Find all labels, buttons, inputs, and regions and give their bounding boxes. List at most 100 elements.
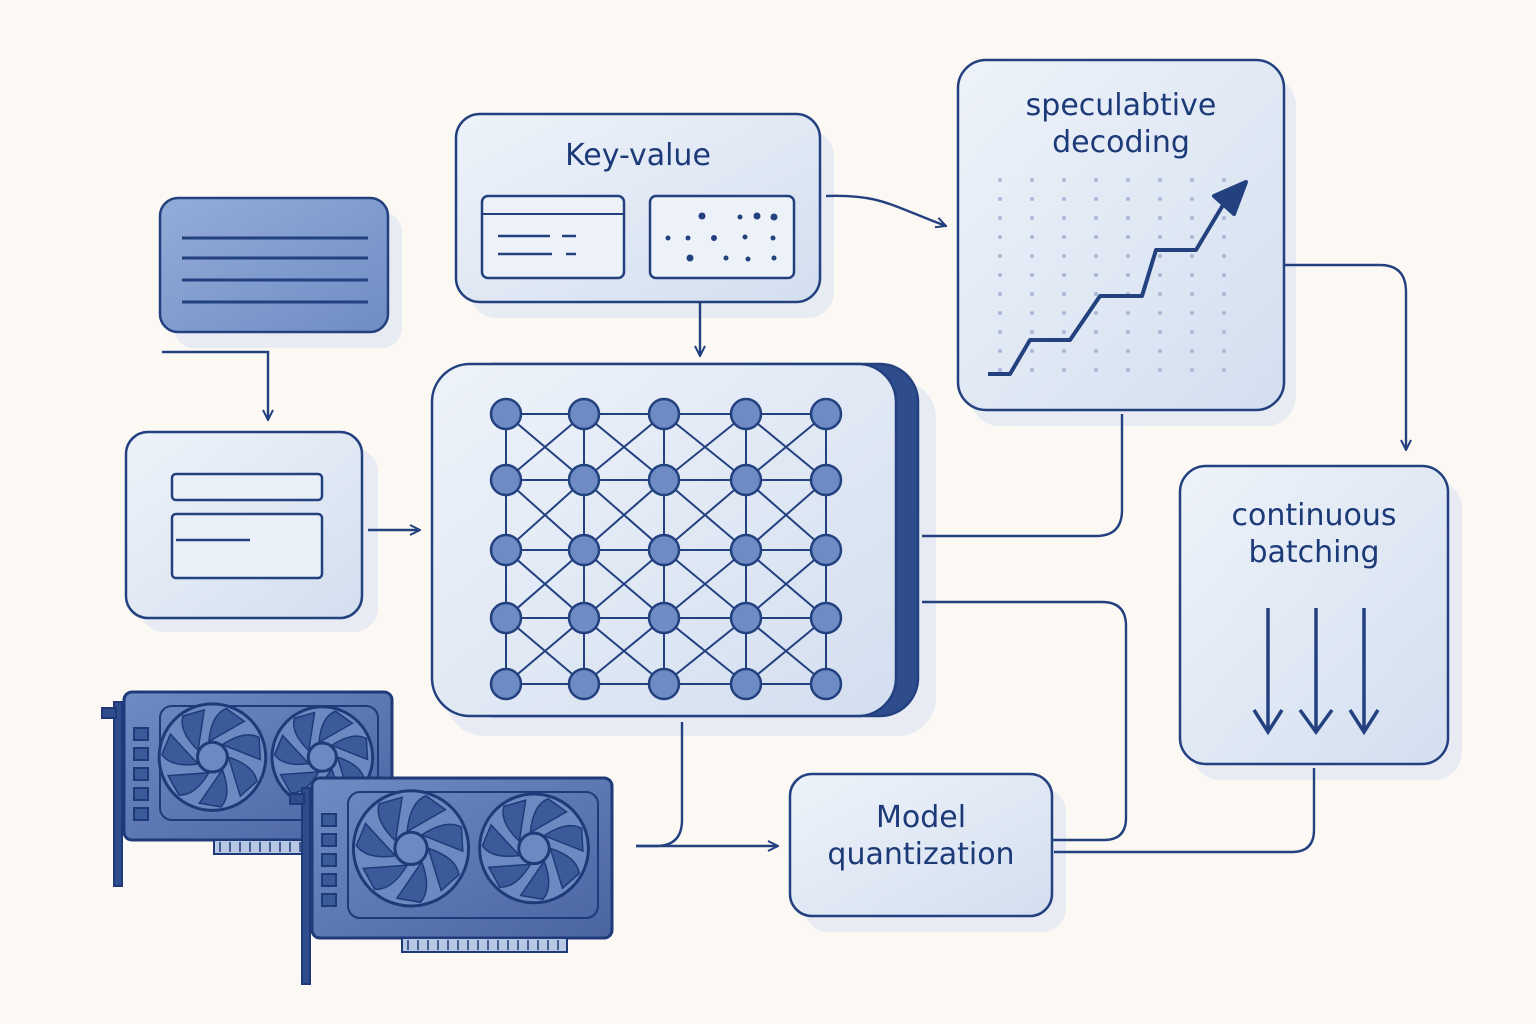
network-edge (505, 413, 585, 481)
grid-dot (1222, 273, 1226, 277)
model-quantization-panel (788, 772, 1054, 918)
grid-dot (998, 254, 1002, 258)
grid-dot (1062, 216, 1066, 220)
document-panel (158, 196, 390, 334)
grid-dot (1190, 254, 1194, 258)
grid-dot (1030, 292, 1034, 296)
speculative-decoding-line-1: speculabtive (1025, 88, 1217, 123)
grid-dot (1062, 254, 1066, 258)
network-edge (663, 413, 747, 481)
grid-dot (1158, 330, 1162, 334)
grid-dot (1158, 254, 1162, 258)
document-icon (182, 236, 368, 304)
grid-dot (1222, 178, 1226, 182)
grid-dot (1062, 197, 1066, 201)
connector-speculative-to-network (922, 414, 1124, 538)
connector-network-to-gpu (636, 722, 684, 848)
grid-dot (1190, 292, 1194, 296)
form-panel (124, 430, 364, 620)
kv-key-list-icon (480, 194, 626, 280)
grid-dot (1158, 235, 1162, 239)
grid-dot (1190, 216, 1194, 220)
grid-dot (998, 197, 1002, 201)
grid-dot (1094, 349, 1098, 353)
connectors (162, 194, 1406, 854)
grid-dot (1190, 349, 1194, 353)
grid-dot (1190, 273, 1194, 277)
network-node (489, 533, 523, 567)
kv-value-dots-icon (648, 194, 796, 280)
grid-dot (1126, 349, 1130, 353)
grid-dot (1190, 235, 1194, 239)
grid-dot (1030, 330, 1034, 334)
grid-dot (1158, 178, 1162, 182)
grid-dot (1158, 311, 1162, 315)
network-edge (745, 479, 827, 551)
network-node (809, 667, 843, 701)
chart-dot-grid (998, 178, 1226, 372)
grid-dot (1222, 311, 1226, 315)
grid-dot (1126, 330, 1130, 334)
down-arrows-icon (1252, 608, 1380, 736)
network-node (809, 463, 843, 497)
network-node (647, 463, 681, 497)
continuous-batching-line-1: continuous (1231, 498, 1397, 533)
grid-dot (1126, 368, 1130, 372)
grid-dot (1126, 311, 1130, 315)
grid-dot (1094, 311, 1098, 315)
grid-dot (998, 311, 1002, 315)
grid-dot (1030, 273, 1034, 277)
grid-dot (1158, 197, 1162, 201)
grid-dot (1158, 349, 1162, 353)
grid-dot (1126, 197, 1130, 201)
speculative-decoding-panel (956, 58, 1286, 412)
kv-cache-label-text: Key-value (565, 138, 711, 173)
grid-dot (1222, 292, 1226, 296)
network-node (489, 667, 523, 701)
grid-dot (1030, 178, 1034, 182)
grid-dot (1030, 216, 1034, 220)
grid-dot (1158, 292, 1162, 296)
grid-dot (1094, 216, 1098, 220)
grid-dot (1222, 216, 1226, 220)
model-quantization-label: Model quantization (790, 800, 1052, 873)
grid-dot (998, 292, 1002, 296)
grid-dot (998, 273, 1002, 277)
grid-dot (998, 368, 1002, 372)
grid-dot (1062, 311, 1066, 315)
grid-dot (1126, 273, 1130, 277)
gpu-card-front (289, 776, 614, 985)
network-edge (505, 549, 585, 619)
network-node (489, 601, 523, 635)
grid-dot (1222, 330, 1226, 334)
network-edge (745, 549, 827, 619)
grid-dot (1158, 273, 1162, 277)
rising-chart-icon (988, 180, 1248, 376)
network-edge (505, 617, 585, 685)
neural-network-panel (430, 362, 920, 718)
network-node (647, 667, 681, 701)
network-node (729, 397, 763, 431)
grid-dot (1126, 254, 1130, 258)
model-quantization-line-1: Model (875, 800, 967, 835)
grid-dot (1030, 235, 1034, 239)
network-node (647, 533, 681, 567)
network-node (567, 601, 601, 635)
network-edge (663, 549, 747, 619)
grid-dot (1094, 178, 1098, 182)
grid-dot (998, 349, 1002, 353)
grid-dot (998, 216, 1002, 220)
grid-dot (1094, 368, 1098, 372)
network-node (729, 463, 763, 497)
network-edge (583, 549, 665, 619)
network-node (567, 463, 601, 497)
continuous-batching-label: continuous batching (1180, 498, 1448, 571)
network-edge (663, 617, 747, 685)
model-quantization-line-2: quantization (827, 836, 1015, 872)
network-node (647, 397, 681, 431)
network-edge (745, 617, 827, 685)
grid-dot (1062, 273, 1066, 277)
grid-dot (1222, 349, 1226, 353)
connector-kv-to-speculative (825, 194, 946, 226)
